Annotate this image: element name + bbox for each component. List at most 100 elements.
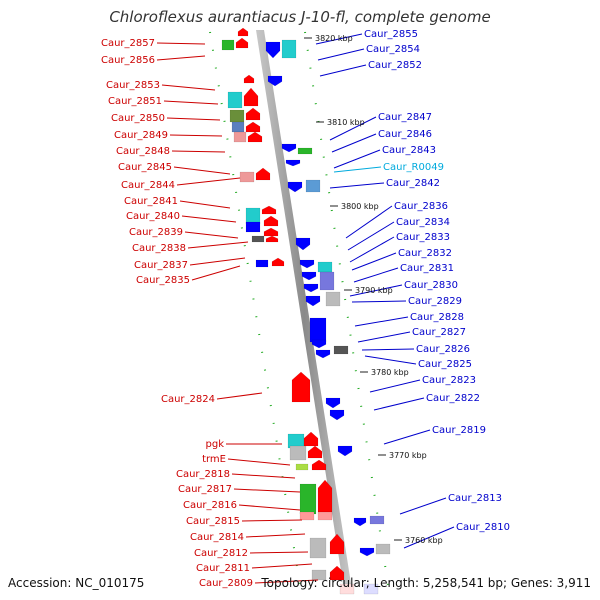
gene-label-caur-2819: Caur_2819	[432, 425, 486, 436]
gene-label-caur-2828: Caur_2828	[410, 312, 464, 323]
gene-arrow-forward	[261, 205, 277, 215]
leader-line-caur-2852	[319, 64, 367, 77]
leader-line-caur-2827	[357, 331, 411, 343]
gene-block	[317, 261, 333, 273]
leader-line-caur-r0049	[333, 166, 382, 173]
leader-line-caur-2816	[238, 504, 301, 511]
gene-label-caur-2851: Caur_2851	[108, 96, 162, 107]
leader-line-caur-2855	[315, 33, 363, 45]
gene-label-caur-2832: Caur_2832	[398, 248, 452, 259]
gene-label-caur-2829: Caur_2829	[408, 296, 462, 307]
gene-label-caur-2850: Caur_2850	[111, 113, 165, 124]
leader-line-caur-2828	[354, 316, 409, 327]
gene-arrow-reverse	[303, 283, 319, 293]
leader-line-caur-2815	[241, 519, 303, 522]
gene-arrow-forward	[243, 87, 259, 107]
gene-block	[299, 511, 315, 521]
gene-label-caur-2810: Caur_2810	[456, 522, 510, 533]
gene-label-caur-2839: Caur_2839	[129, 227, 183, 238]
right-gene-labels: Caur_2855Caur_2854Caur_2852Caur_2847Caur…	[364, 29, 510, 533]
gene-arrow-forward	[317, 479, 333, 513]
gene-label-caur-2841: Caur_2841	[124, 196, 178, 207]
gene-label-caur-2853: Caur_2853	[106, 80, 160, 91]
gene-label-caur-2811: Caur_2811	[196, 563, 250, 574]
leader-line-caur-2817	[233, 488, 301, 493]
accession-text: Accession: NC_010175	[8, 576, 145, 590]
gene-block	[309, 317, 327, 343]
gene-block	[333, 345, 349, 355]
leader-line-trme	[227, 458, 291, 466]
leader-line-caur-2851	[163, 100, 219, 105]
leader-line-caur-2811	[251, 563, 313, 569]
gene-label-caur-2844: Caur_2844	[121, 180, 175, 191]
gene-label-caur-2845: Caur_2845	[118, 162, 172, 173]
gene-block	[231, 121, 245, 133]
gene-arrow-reverse	[337, 445, 353, 457]
leader-line-caur-2809	[254, 579, 319, 584]
gene-label-caur-2833: Caur_2833	[396, 232, 450, 243]
gene-arrow-reverse	[359, 547, 375, 557]
leader-line-caur-2856	[156, 55, 206, 61]
gene-label-caur-2836: Caur_2836	[394, 201, 448, 212]
leader-line-caur-2814	[245, 533, 306, 538]
gene-label-caur-2816: Caur_2816	[183, 500, 237, 511]
scale-tick-label: 3770 kbp	[389, 451, 427, 460]
gene-label-caur-2847: Caur_2847	[378, 112, 432, 123]
gene-block	[297, 147, 313, 155]
gene-block	[255, 259, 269, 268]
gene-label-caur-2831: Caur_2831	[400, 263, 454, 274]
gene-arrow-forward	[235, 37, 249, 49]
gene-block	[227, 91, 243, 109]
leader-line-caur-2857	[156, 42, 206, 45]
gene-label-caur-2826: Caur_2826	[416, 344, 470, 355]
gene-block	[295, 463, 309, 471]
gene-block	[317, 511, 333, 521]
gene-arrow-forward	[271, 257, 285, 267]
scale-tick-label: 3780 kbp	[371, 368, 409, 377]
gene-arrow-reverse	[265, 41, 281, 59]
gene-block	[233, 131, 247, 143]
leader-line-caur-2849	[169, 134, 223, 137]
gene-block	[251, 235, 265, 243]
gene-label-caur-2852: Caur_2852	[368, 60, 422, 71]
leader-line-caur-2824	[216, 392, 263, 400]
gene-block	[339, 583, 355, 595]
gene-block	[325, 291, 341, 307]
gene-arrow-reverse	[353, 517, 367, 527]
gene-label-caur-2827: Caur_2827	[412, 327, 466, 338]
leader-line-caur-2834	[347, 221, 395, 251]
leader-line-caur-2839	[184, 231, 239, 239]
gene-label-caur-2838: Caur_2838	[132, 243, 186, 254]
gene-arrow-forward	[311, 459, 327, 471]
map-title: Chloroflexus aurantiacus J-10-fl, comple…	[109, 8, 491, 26]
gene-label-caur-2848: Caur_2848	[116, 146, 170, 157]
scale-tick-label: 3790 kbp	[355, 286, 393, 295]
gene-label-caur-2855: Caur_2855	[364, 29, 418, 40]
scale-tick-label: 3820 kbp	[315, 34, 353, 43]
leader-line-caur-2829	[351, 300, 407, 303]
gene-block	[245, 221, 261, 233]
leader-line-caur-2825	[364, 355, 417, 365]
gene-arrow-reverse	[299, 259, 315, 269]
gene-arrow-reverse	[311, 339, 327, 349]
scale-tick-label: 3810 kbp	[327, 118, 365, 127]
gene-block	[319, 271, 335, 291]
leader-line-caur-2840	[181, 215, 237, 223]
leader-line-caur-2830	[349, 284, 403, 297]
leader-line-caur-2812	[249, 551, 309, 554]
leader-line-caur-2843	[333, 149, 381, 169]
gene-arrow-reverse	[305, 295, 321, 307]
gene-block	[245, 207, 261, 225]
gene-arrow-reverse	[285, 159, 301, 167]
gene-label-caur-2823: Caur_2823	[422, 375, 476, 386]
leader-line-caur-2844	[176, 177, 241, 186]
leader-line-caur-2826	[361, 348, 415, 351]
gene-label-caur-2857: Caur_2857	[101, 38, 155, 49]
gene-label-caur-2812: Caur_2812	[194, 548, 248, 559]
gene-arrow-reverse	[287, 181, 303, 193]
gene-arrow-reverse	[281, 143, 297, 153]
gene-block	[363, 583, 379, 595]
gene-label-caur-2818: Caur_2818	[176, 469, 230, 480]
gene-arrow-forward	[245, 107, 261, 121]
gene-block	[309, 537, 327, 559]
